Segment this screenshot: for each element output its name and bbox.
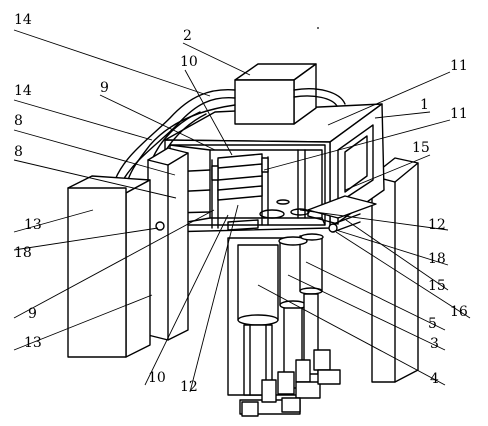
label-9-top: 9 — [100, 80, 109, 96]
label-15-top: 15 — [412, 140, 430, 156]
label-8-mid: 8 — [14, 144, 23, 160]
label-12-right: 12 — [428, 217, 446, 233]
label-1: 1 — [420, 97, 429, 113]
label-14-mid: 14 — [14, 83, 32, 99]
label-11-top: 11 — [450, 58, 468, 74]
label-8-top: 8 — [14, 113, 23, 129]
label-10-top: 10 — [180, 54, 198, 70]
label-13-bottom: 13 — [24, 335, 42, 351]
label-18-right: 18 — [428, 251, 446, 267]
label-15-bottom: 15 — [428, 278, 446, 294]
label-12-bottom: 12 — [180, 379, 198, 395]
label-2: 2 — [183, 28, 192, 44]
label-14-top: 14 — [14, 12, 32, 28]
support-column-left — [67, 147, 189, 358]
label-13-top: 13 — [24, 217, 42, 233]
label-3: 3 — [430, 336, 439, 352]
label-18-left: 18 — [14, 245, 32, 261]
lower-assembly — [227, 233, 341, 417]
leader-lines — [13, 29, 471, 393]
label-11-mid: 11 — [450, 106, 468, 122]
stray-dot — [317, 27, 319, 29]
label-16: 16 — [450, 304, 468, 320]
reference-numerals: 14 2 10 11 14 9 1 8 11 8 15 13 12 18 18 … — [14, 12, 468, 395]
label-10-bottom: 10 — [148, 370, 166, 386]
label-4: 4 — [430, 371, 439, 387]
label-9-bottom: 9 — [28, 306, 37, 322]
label-5: 5 — [428, 316, 437, 332]
motor-box — [234, 63, 317, 125]
hoses — [114, 88, 346, 183]
